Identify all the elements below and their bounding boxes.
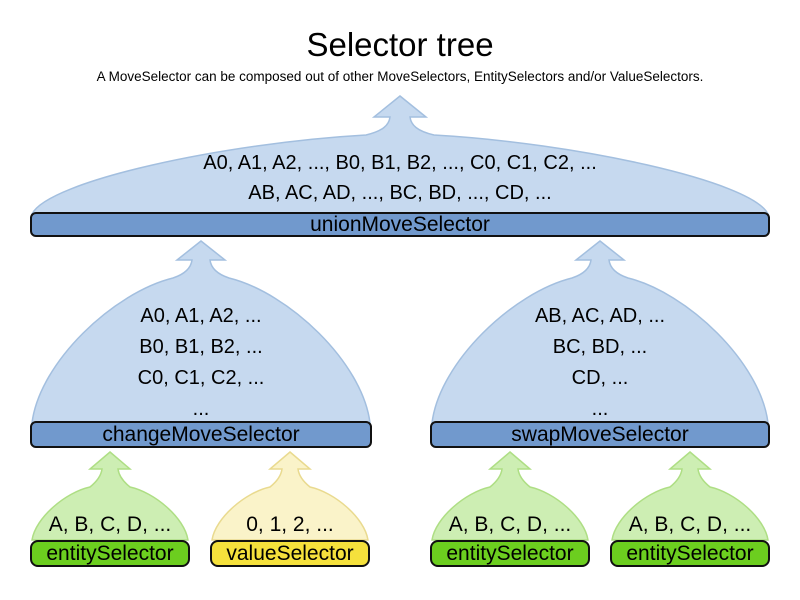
swap-funnel-items: AB, AC, AD, ... BC, BD, ... CD, ... ... [430, 301, 770, 425]
swap-items-line1: AB, AC, AD, ... [534, 305, 666, 327]
change-items-line2: B0, B1, B2, ... [139, 336, 263, 358]
change-funnel-items: A0, A1, A2, ... B0, B1, B2, ... C0, C1, … [30, 301, 372, 425]
change-items-line4: ... [192, 398, 210, 420]
entity-items-2: A, B, C, D, ... [448, 513, 572, 536]
diagram-subtitle: A MoveSelector can be composed out of ot… [96, 69, 704, 84]
entity-selector-bar-3: entitySelector [610, 540, 770, 567]
entity-items-3: A, B, C, D, ... [628, 513, 752, 536]
swap-items-line3: CD, ... [571, 367, 629, 389]
entity-selector-bar-1: entitySelector [30, 540, 190, 567]
union-funnel-items: A0, A1, A2, ..., B0, B1, B2, ..., C0, C1… [30, 148, 770, 208]
entity-items-1: A, B, C, D, ... [48, 513, 172, 536]
union-items-line1: A0, A1, A2, ..., B0, B1, B2, ..., C0, C1… [203, 152, 597, 174]
change-items-line3: C0, C1, C2, ... [137, 367, 265, 389]
value-items: 0, 1, 2, ... [246, 513, 334, 536]
swap-move-selector-bar: swapMoveSelector [430, 421, 770, 448]
value-selector-bar: valueSelector [210, 540, 370, 567]
union-items-line2: AB, AC, AD, ..., BC, BD, ..., CD, ... [248, 182, 552, 204]
change-items-line1: A0, A1, A2, ... [140, 305, 262, 327]
union-move-selector-bar: unionMoveSelector [30, 212, 770, 237]
diagram-title: Selector tree [306, 26, 494, 63]
entity-selector-bar-2: entitySelector [430, 540, 590, 567]
change-move-selector-bar: changeMoveSelector [30, 421, 372, 448]
swap-items-line2: BC, BD, ... [552, 336, 648, 358]
swap-items-line4: ... [591, 398, 609, 420]
